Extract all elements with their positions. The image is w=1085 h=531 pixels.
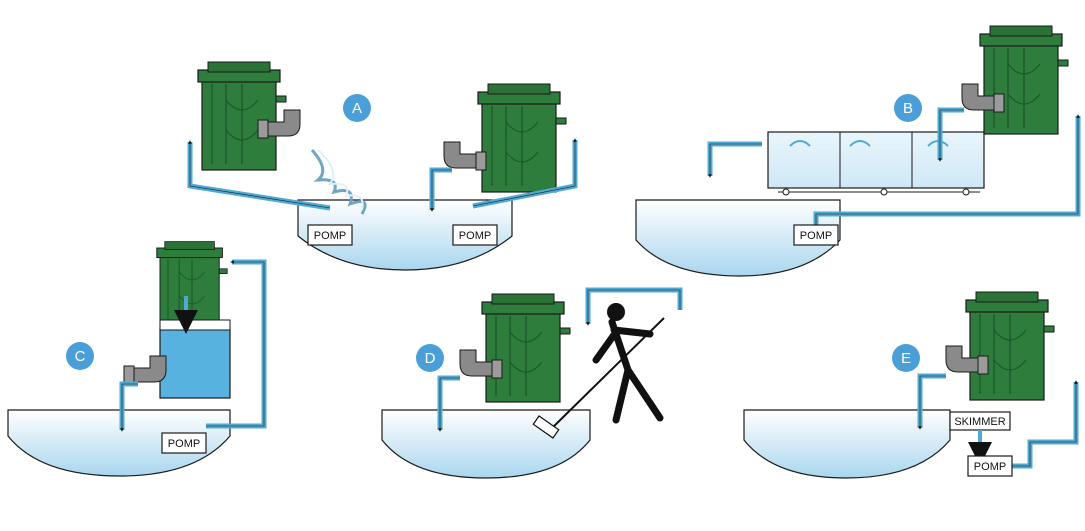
pipe-elbow-icon — [123, 355, 167, 385]
badge-d-label: D — [425, 350, 436, 367]
pond-a — [297, 199, 513, 271]
filter-unit-icon — [156, 241, 228, 329]
badge-a — [343, 94, 371, 122]
bio-chamber-icon — [159, 327, 231, 399]
panel-d: D — [381, 287, 683, 479]
filter-unit-icon — [477, 83, 567, 193]
settling-tank-icon — [767, 131, 985, 189]
pump-label-a: POMP — [314, 230, 346, 242]
pump-box — [307, 224, 353, 246]
pump-box — [793, 224, 839, 246]
pipe-elbow-icon — [443, 141, 487, 171]
pump-box — [967, 455, 1013, 477]
panel-c: POMP C — [7, 241, 267, 477]
badge-e-label: E — [901, 350, 911, 367]
badge-c-label: C — [75, 348, 86, 365]
badge-e — [892, 344, 920, 372]
filter-unit-icon — [197, 61, 287, 171]
filter-unit-icon — [965, 291, 1055, 401]
skimmer-label: SKIMMER — [954, 416, 1005, 428]
pump-label-a2: POMP — [459, 230, 491, 242]
pump-box — [452, 224, 498, 246]
badge-d — [416, 344, 444, 372]
pond-c — [7, 409, 231, 477]
badge-c — [66, 342, 94, 370]
pump-label-b: POMP — [800, 230, 832, 242]
pond-b — [635, 199, 841, 277]
panel-b: POMP B — [635, 25, 1081, 277]
person-cleaning-icon — [532, 303, 665, 439]
pond-e — [743, 409, 951, 479]
badge-a-label: A — [352, 100, 362, 117]
panel-a: POMP POMP A — [187, 61, 578, 271]
pump-label-c: POMP — [168, 438, 200, 450]
badge-b — [894, 94, 922, 122]
pump-box — [161, 432, 207, 454]
water-stream-icon — [310, 148, 367, 215]
panel-e: SKIMMER POMP E — [743, 291, 1079, 479]
pump-label-e: POMP — [974, 461, 1006, 473]
filter-unit-icon — [979, 25, 1069, 135]
filter-unit-icon — [481, 293, 571, 403]
badge-b-label: B — [903, 100, 913, 117]
